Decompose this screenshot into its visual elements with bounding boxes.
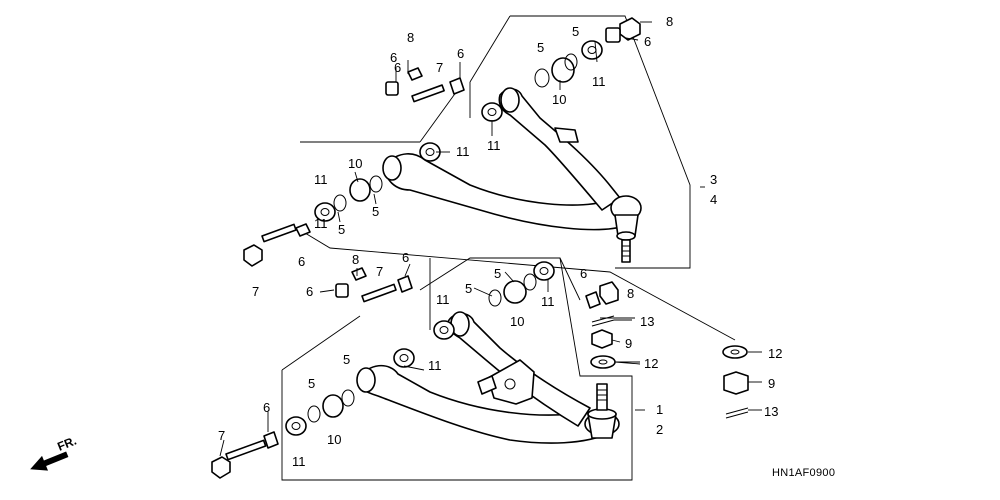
callout-label: 5 [372, 204, 379, 219]
callout-label: 11 [436, 292, 450, 307]
callout-label: 11 [428, 358, 442, 373]
callout-label: 9 [625, 336, 632, 351]
callout-label: 8 [627, 286, 634, 301]
callout-label: 12 [768, 346, 782, 361]
callout-label: 6 [263, 400, 270, 415]
callout-label: 4 [710, 192, 717, 207]
upper-control-arm [382, 87, 642, 263]
callout-label: 10 [552, 92, 566, 107]
callout-label: 11 [487, 138, 501, 153]
callout-label: 3 [710, 172, 717, 187]
callout-label: 5 [572, 24, 579, 39]
callout-label: 6 [390, 50, 397, 65]
callout-label: 11 [541, 294, 555, 309]
callout-label: 5 [338, 222, 345, 237]
callout-label: 7 [436, 60, 443, 75]
callout-label: 11 [592, 74, 606, 89]
callout-label: 7 [218, 428, 225, 443]
callout-label: 11 [292, 454, 306, 469]
callout-label: 13 [640, 314, 654, 329]
callout-label: 11 [314, 172, 328, 187]
leader-lines [219, 21, 762, 457]
callout-label: 10 [348, 156, 362, 171]
upper-callouts: 8 6 6 7 6 5 5 10 11 8 6 11 11 11 10 11 5… [252, 14, 717, 299]
lower-control-arm [356, 311, 620, 444]
front-arrow-label: FR. [55, 433, 78, 453]
callout-label: 6 [298, 254, 305, 269]
callout-label: 5 [537, 40, 544, 55]
callout-label: 6 [394, 60, 401, 75]
callout-label: 10 [510, 314, 524, 329]
callout-label: 8 [407, 30, 414, 45]
callout-label: 8 [352, 252, 359, 267]
callout-label: 9 [768, 376, 775, 391]
callout-label: 6 [580, 266, 587, 281]
callout-label: 1 [656, 402, 663, 417]
callout-label: 11 [314, 216, 328, 231]
diagram-code: HN1AF0900 [772, 467, 835, 479]
arrow-icon [30, 451, 69, 471]
callout-label: 6 [457, 46, 464, 61]
callout-label: 5 [465, 281, 472, 296]
callout-label: 13 [764, 404, 778, 419]
callout-label: 8 [666, 14, 673, 29]
callout-label: 10 [327, 432, 341, 447]
front-direction-arrow: FR. [30, 433, 79, 471]
lower-callouts: 6 8 7 6 5 5 11 11 10 6 8 13 9 12 11 5 5 … [218, 250, 782, 469]
callout-label: 5 [494, 266, 501, 281]
callout-label: 6 [644, 34, 651, 49]
upper-arm-bracket [300, 15, 705, 269]
callout-label: 11 [456, 144, 470, 159]
lower-arm-bracket [281, 257, 645, 481]
callout-label: 6 [306, 284, 313, 299]
upper-hardware [243, 17, 641, 267]
callout-label: 2 [656, 422, 663, 437]
callout-label: 12 [644, 356, 658, 371]
callout-label: 6 [402, 250, 409, 265]
lower-hardware [211, 261, 749, 479]
callout-label: 7 [252, 284, 259, 299]
callout-label: 7 [376, 264, 383, 279]
callout-label: 5 [308, 376, 315, 391]
callout-label: 5 [343, 352, 350, 367]
